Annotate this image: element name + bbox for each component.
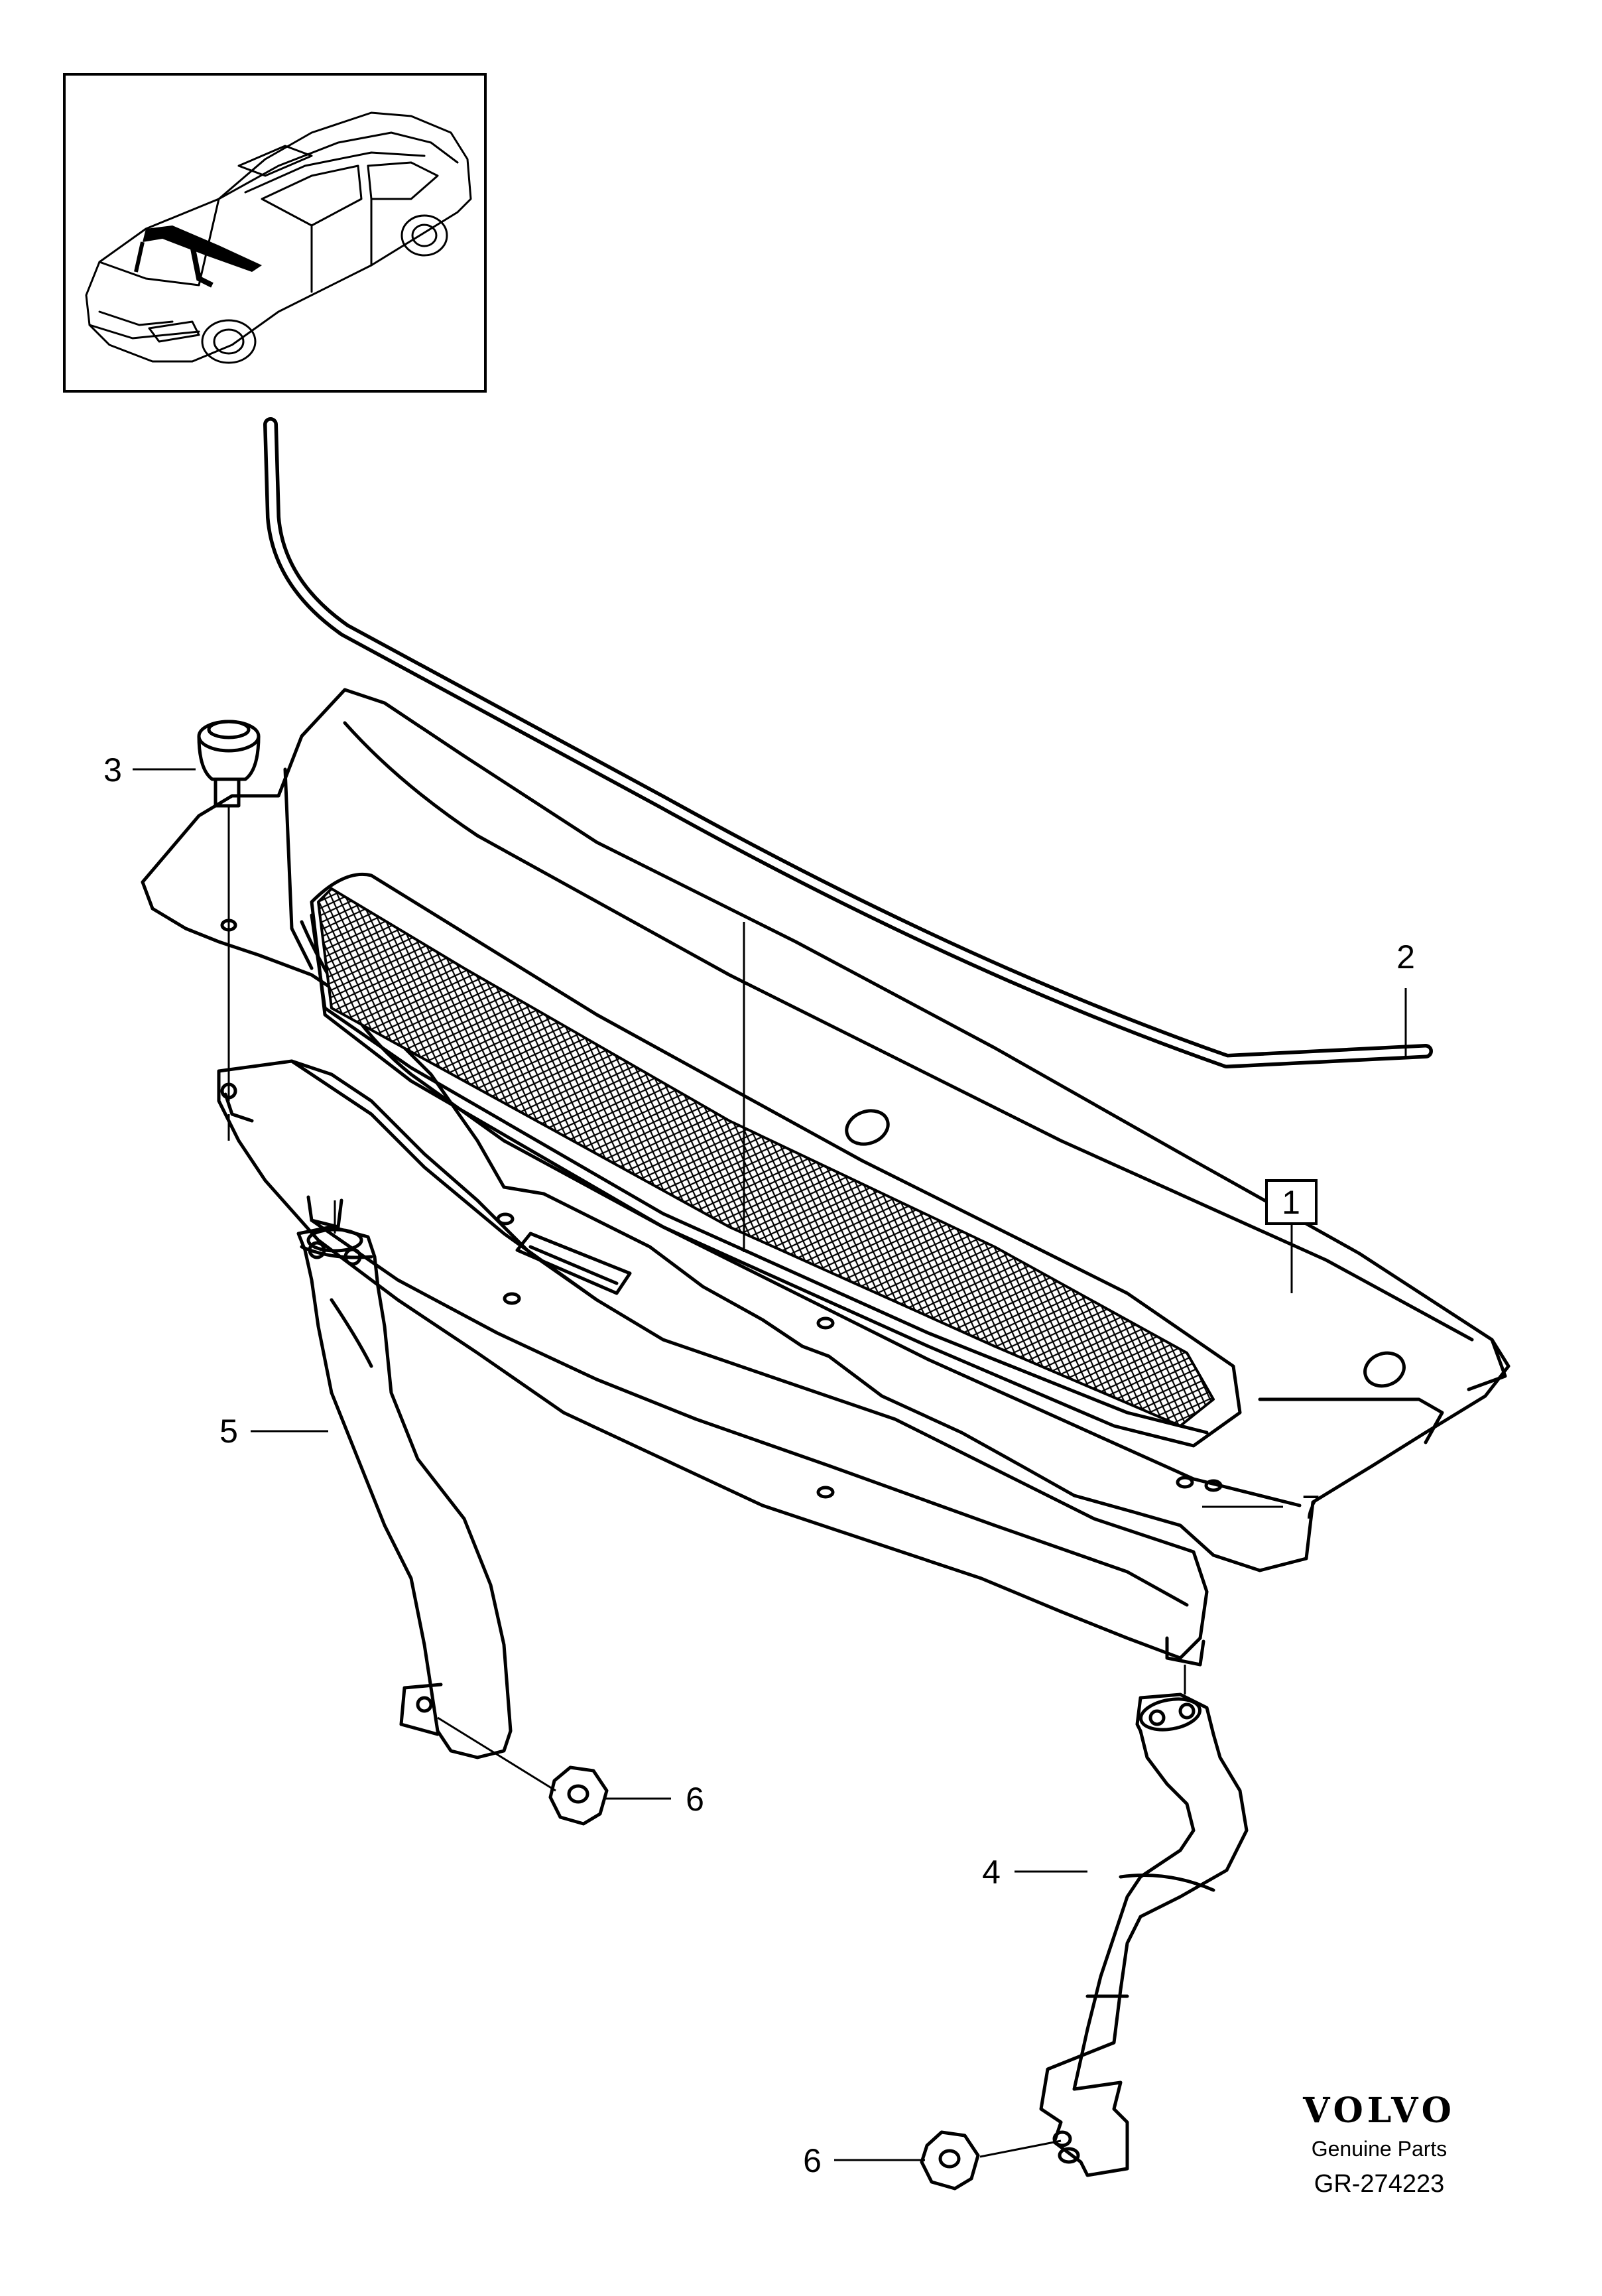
- diagram-reference: GR-274223: [1314, 2170, 1445, 2198]
- seal-strip-part: [263, 417, 1433, 1068]
- callout-6-lower: 6: [803, 2142, 822, 2179]
- nut-part-upper: [548, 1765, 609, 1826]
- callout-3: 3: [103, 751, 122, 789]
- callout-4: 4: [982, 1854, 1001, 1891]
- cowl-panel-part: [141, 688, 1510, 1572]
- callout-1: 1: [1282, 1184, 1300, 1221]
- assembly-lines: [227, 806, 1186, 2158]
- volvo-logo: VOLVO: [1302, 2090, 1455, 2130]
- locator-thumbnail: [63, 73, 487, 393]
- right-drain-hose-part: [1039, 1692, 1249, 2177]
- callout-7: 7: [1302, 1489, 1320, 1526]
- nut-part-lower: [920, 2130, 980, 2191]
- left-drain-hose-part: [296, 1225, 513, 1759]
- callout-6-upper: 6: [686, 1781, 704, 1818]
- svg-text:VOLVO: VOLVO: [1302, 2090, 1455, 2130]
- clip-part: [197, 720, 261, 808]
- callout-5: 5: [219, 1413, 238, 1450]
- callout-lines: [133, 768, 1407, 2161]
- brand-subtitle: Genuine Parts: [1311, 2137, 1448, 2161]
- callout-2: 2: [1396, 938, 1415, 976]
- callout-box-1: [1265, 1179, 1318, 1225]
- drain-channel-part: [217, 1059, 1209, 1667]
